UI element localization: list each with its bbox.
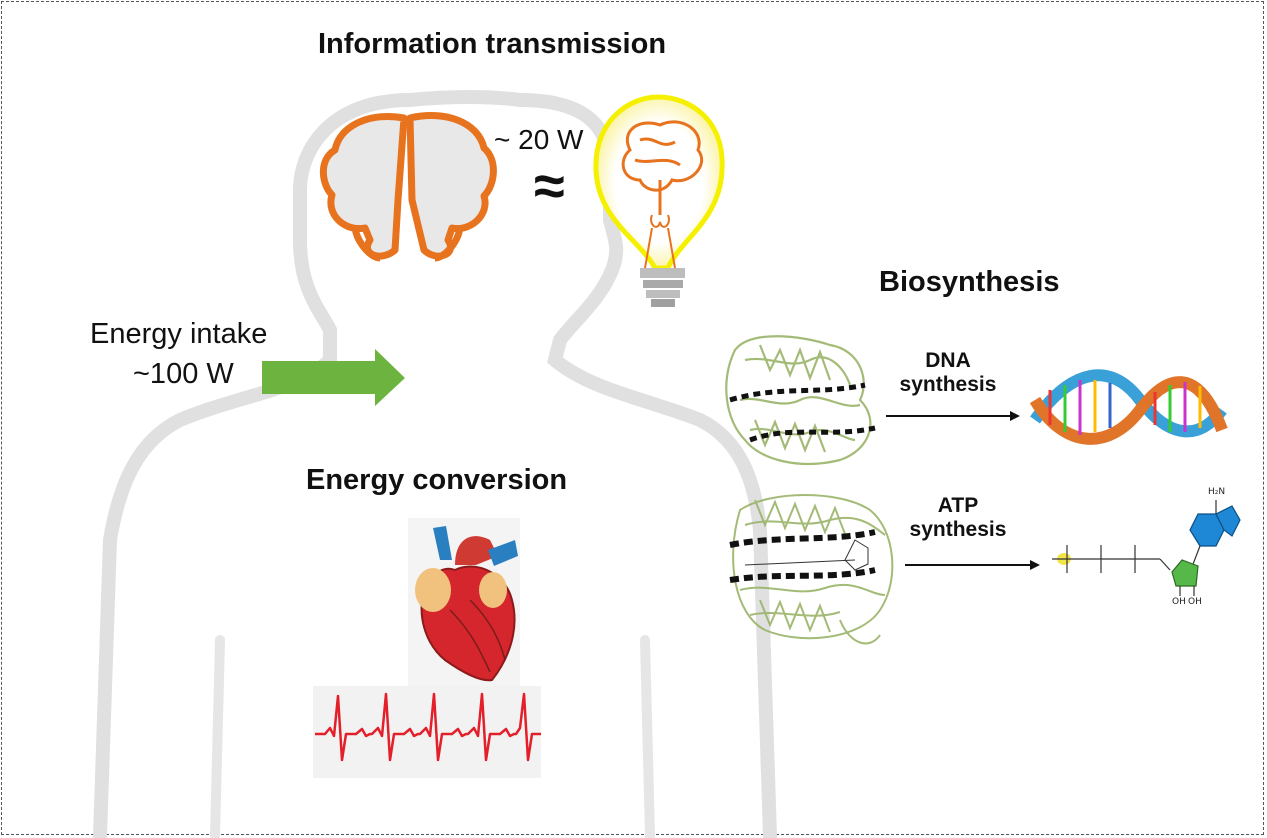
dna-helix-icon [1029,369,1228,445]
atp-synthesis-line2: synthesis [909,518,1007,541]
dna-synthesis-line1: DNA [925,349,971,372]
brain-illustration [319,112,497,262]
brain-power-label: ~ 20 W [494,124,584,155]
dna-polymerase-protein [725,335,872,466]
energy-conversion-title: Energy conversion [306,464,568,496]
atp-oh-a-label: OH [1172,597,1186,607]
atp-synthesis-label: ATP synthesis [893,494,1023,542]
energy-intake-arrow [262,349,405,406]
light-bulb-icon [593,94,725,307]
atp-synthesis-line1: ATP [937,494,979,517]
biosynthesis-title: Biosynthesis [879,266,1060,298]
approx-symbol: ≈ [534,154,565,217]
atp-synthase-protein [732,494,894,645]
atp-nh2-label: H₂N [1208,487,1226,497]
atp-oh-b-label: OH [1188,597,1202,607]
energy-intake-label: Energy intake [90,318,268,350]
atp-molecule-icon [1052,500,1241,596]
heart-icon [415,526,518,682]
information-transmission-title: Information transmission [318,28,667,60]
dna-synthesis-label: DNA synthesis [888,349,1008,397]
energy-intake-value: ~100 W [133,358,234,390]
atp-molecule-overlay [744,539,869,571]
dna-synthesis-line2: synthesis [899,373,997,396]
ecg-trace [315,692,541,762]
